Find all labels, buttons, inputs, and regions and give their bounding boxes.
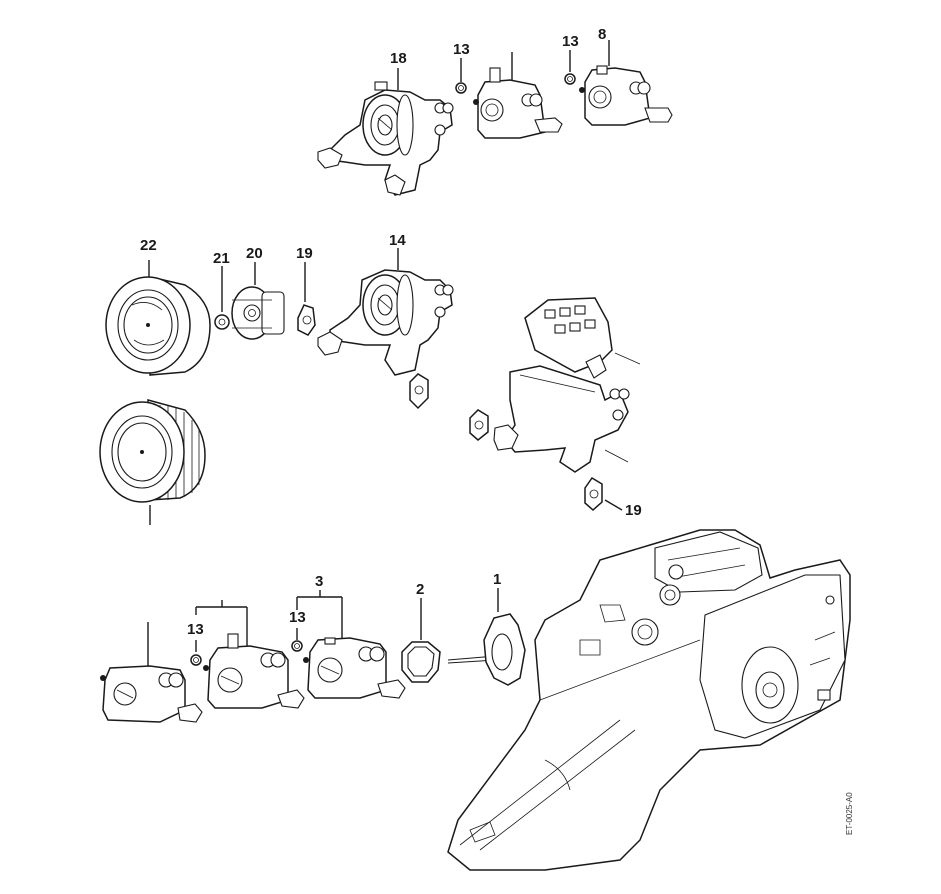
part-21-nut[interactable] <box>214 266 230 330</box>
part-18-flange-adapter[interactable] <box>317 68 454 196</box>
callout-19: 19 <box>296 245 313 262</box>
callout-21: 21 <box>213 250 230 267</box>
callout-3: 3 <box>315 573 324 590</box>
drawing-code: ET-0025-A0 <box>845 792 854 835</box>
callout-1: 1 <box>493 571 502 588</box>
part-carburetor-bottom-left[interactable] <box>100 622 203 723</box>
callout-bracket-left <box>195 600 248 650</box>
callout-13: 13 <box>453 41 470 58</box>
callout-bracket-3 <box>296 590 343 640</box>
part-1-manifold[interactable] <box>447 588 526 686</box>
chainsaw-engine-housing <box>447 529 851 871</box>
callout-19: 19 <box>625 502 642 519</box>
callout-2: 2 <box>416 581 425 598</box>
part-22-air-filter[interactable] <box>105 260 211 376</box>
callout-13: 13 <box>562 33 579 50</box>
part-13-o-ring-top-b[interactable] <box>564 50 576 85</box>
part-14-flange-adapter[interactable] <box>317 248 454 410</box>
part-19-annular-buffer-a[interactable] <box>297 262 316 336</box>
part-19-annular-buffer-b[interactable] <box>584 476 623 511</box>
part-2-gasket[interactable] <box>401 598 441 683</box>
part-filter-cover-assembly[interactable] <box>469 297 641 473</box>
callout-18: 18 <box>390 50 407 67</box>
part-carburetor-bottom-middle[interactable] <box>203 633 305 709</box>
callout-22: 22 <box>140 237 157 254</box>
part-20-filter-base[interactable] <box>231 262 285 340</box>
part-carburetor-top-middle[interactable] <box>473 52 563 139</box>
part-13-o-ring-bottom-b[interactable] <box>291 628 303 652</box>
callout-13: 13 <box>289 609 306 626</box>
callout-20: 20 <box>246 245 263 262</box>
part-8-carburetor[interactable] <box>579 40 673 126</box>
callout-13: 13 <box>187 621 204 638</box>
part-13-o-ring-top-a[interactable] <box>455 58 467 94</box>
part-air-filter-alt[interactable] <box>99 399 206 525</box>
part-3-carburetor[interactable] <box>303 637 406 699</box>
part-13-o-ring-bottom-a[interactable] <box>190 640 202 666</box>
callout-14: 14 <box>389 232 406 249</box>
callout-8: 8 <box>598 26 607 43</box>
